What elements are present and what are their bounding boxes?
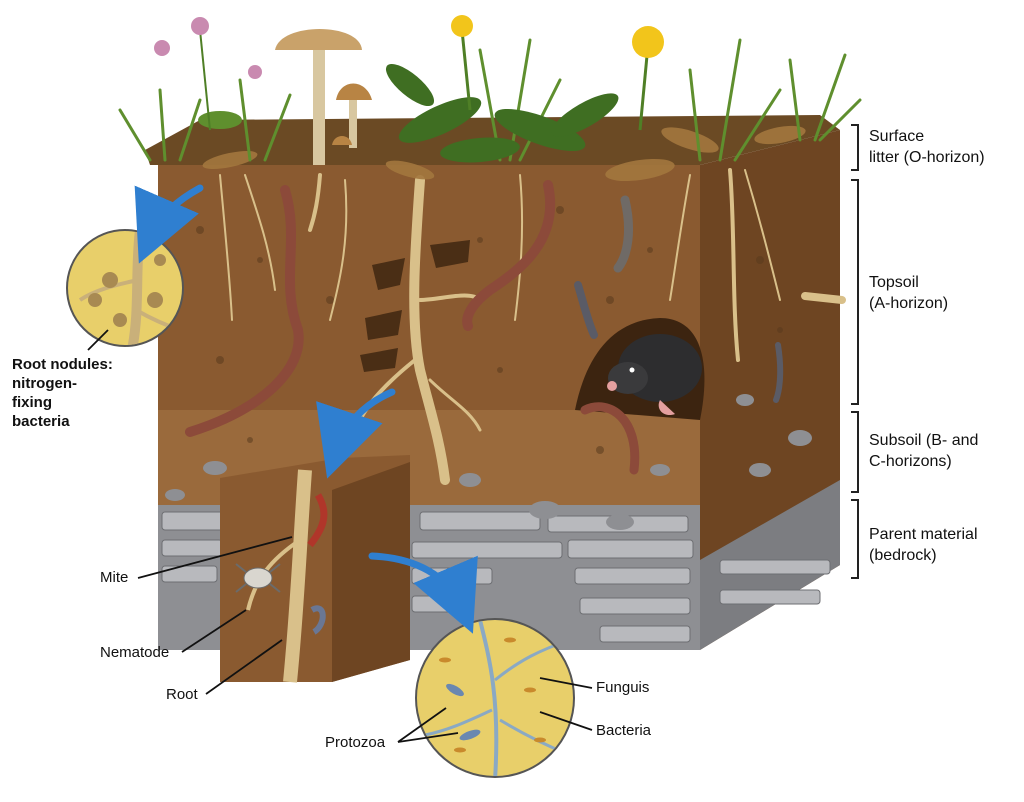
callout-nematode: Nematode [100,644,170,661]
zoom-block [220,455,410,683]
earthworm-icon [580,402,640,475]
mushroom-icon [275,29,372,165]
earthworm-icon [185,185,304,437]
earthworm-icon [462,180,555,331]
lens-microbes [415,618,575,778]
horizon-label-parent-material: Parent material (bedrock) [869,526,978,564]
earthworm-icon [613,195,634,273]
subsoil-pebbles [165,394,812,530]
leafy-plant [198,63,619,163]
callout-mite: Mite [100,569,129,586]
horizon-label-subsoil: Subsoil (B- and C-horizons) [869,432,979,470]
red-worm [307,493,328,548]
grass [118,38,862,162]
nematode-icon [310,605,326,635]
earthworms [185,180,846,475]
root-tip [801,292,846,304]
horizon-label-surface-litter: Surface litter (O-horizon) [869,128,985,166]
soil-texture [196,206,783,454]
earthworm-icon [574,281,598,339]
callout-fungus: Funguis [596,679,650,696]
callout-root-nodules: Root nodules: nitrogen- fixing bacteria [12,356,113,430]
curved-arrow-icon [134,184,478,634]
earthworm-icon [773,342,784,403]
callout-protozoa: Protozoa [325,734,386,751]
horizon-brackets [851,124,859,579]
leader-lines [87,329,593,743]
mite-icon [235,563,281,593]
mole-icon [607,334,702,416]
callout-root: Root [166,686,198,703]
horizon-label-topsoil: Topsoil (A-horizon) [869,274,949,312]
callout-bacteria: Bacteria [596,722,652,739]
burrows [360,240,470,372]
flower-icon [154,15,664,131]
